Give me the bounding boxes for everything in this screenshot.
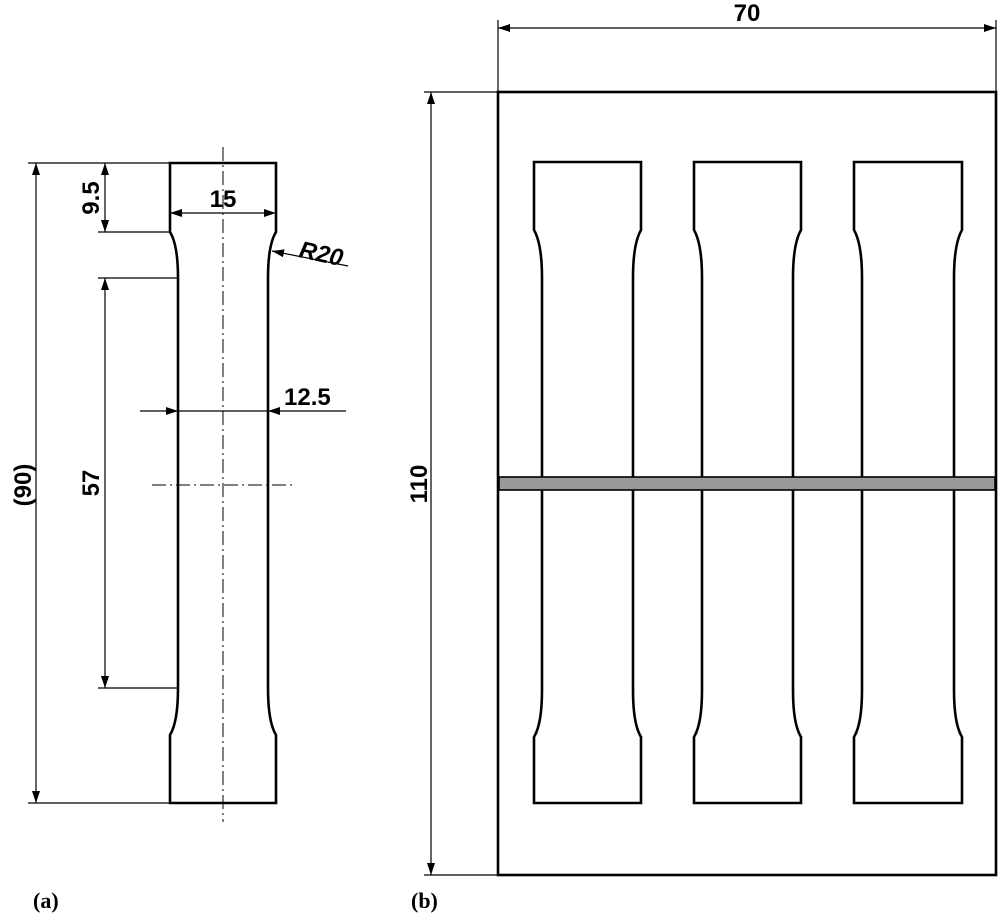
specimen-cutout-1 [532, 160, 643, 805]
grip-width-label: 15 [210, 186, 237, 213]
specimen-cutout-3 [852, 160, 964, 805]
panel-a-caption: (a) [33, 888, 59, 913]
total-length-label: (90) [10, 464, 37, 507]
panel-a: (90) 9.5 15 R20 12.5 57 (a) [10, 147, 349, 913]
panel-b: 70 110 (b) [406, 0, 998, 913]
gauge-length-label: 57 [78, 470, 105, 497]
specimen-cutout-2 [692, 160, 803, 805]
plate-outline [496, 90, 998, 877]
tab-length-label: 9.5 [78, 181, 105, 214]
panel-b-caption: (b) [411, 888, 438, 913]
cut-band [498, 476, 996, 491]
dogbone-specimen-outline [168, 161, 278, 805]
fillet-radius-leader [271, 249, 349, 267]
fillet-radius-label: R20 [297, 236, 346, 272]
gauge-width-label: 12.5 [284, 384, 331, 411]
plate-width-label: 70 [734, 0, 761, 27]
plate-height-label: 110 [406, 465, 433, 504]
